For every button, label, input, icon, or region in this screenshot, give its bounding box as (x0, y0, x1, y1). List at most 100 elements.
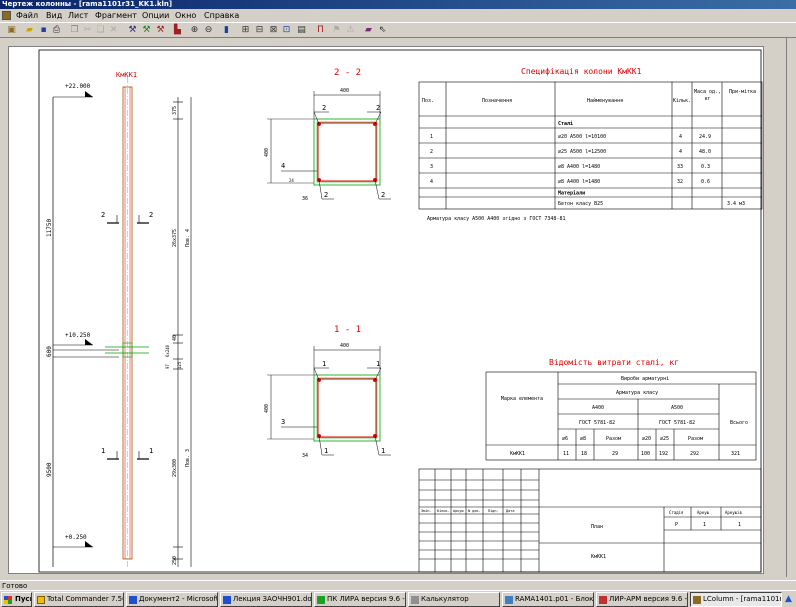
app-toolbar-icon[interactable]: ▣ (7, 25, 16, 35)
floor-label-4: Пов. 4 (185, 229, 191, 247)
steel-table: Відомість витрати сталі, кг (485, 358, 757, 461)
book-icon[interactable]: ▰ (365, 25, 372, 35)
steel-row-d20: 100 (641, 451, 650, 457)
word-icon (223, 596, 231, 604)
steel-h-gost2: ГОСТ 5781-82 (659, 420, 695, 426)
print-icon[interactable]: ⎙ (52, 25, 61, 35)
spec-h-name: Найменування (587, 98, 623, 104)
taskbar: Пуск Total Commander 7.50a ... Документ2… (0, 590, 796, 607)
cut-mark-1-right: 1 (149, 447, 153, 455)
notepad-icon (505, 596, 513, 604)
dim-26x375: 26x375 (172, 229, 178, 247)
zoom-out-icon[interactable]: ⊖ (204, 25, 213, 35)
sec22-pos-stirrup: 4 (281, 162, 285, 170)
cut-mark-2-left: 2 (101, 211, 105, 219)
steel-h-gost1: ГОСТ 5781-82 (579, 420, 615, 426)
task-word-doc2[interactable]: Документ2 - Microsoft ... (126, 592, 218, 607)
dim-250: 250 (172, 556, 178, 565)
task-calculator[interactable]: Калькулятор (408, 592, 500, 607)
zoom-in-icon[interactable]: ⊕ (190, 25, 199, 35)
beam-icon[interactable]: Π (317, 25, 324, 35)
start-button[interactable]: Пуск (1, 592, 32, 607)
dim-lower-height: 9500 (46, 462, 53, 477)
vertical-scrollbar[interactable] (786, 38, 796, 577)
table-icon[interactable]: ▤ (297, 25, 306, 35)
spec-r4-qty: 32 (677, 179, 683, 185)
spec-r1-name: ∅20 А500 l=10100 (558, 134, 606, 140)
windows-logo-icon (4, 596, 12, 604)
chart-icon[interactable]: ▙ (174, 25, 181, 35)
dim-375: 375 (172, 106, 178, 115)
menu-options[interactable]: Опции (142, 11, 170, 20)
spec-r2-name: ∅25 А500 l=12500 (558, 149, 606, 155)
sec22-pos-tr: 2 (376, 104, 380, 112)
sec11-height: 400 (264, 404, 270, 413)
stamp-mark: КмКК1 (591, 554, 606, 560)
sec11-cover: 34 (302, 453, 308, 459)
menu-sheet[interactable]: Лист (68, 11, 89, 20)
dim-40: 40 (172, 335, 178, 341)
spec-r3-qty: 33 (677, 164, 683, 170)
menu-view[interactable]: Вид (46, 11, 63, 20)
toolbar: ▣ ▰ ▪ ⎙ ❐ ✂ ❏ ✕ ⚒ ⚒ ⚒ ▙ ⊕ ⊖ ▮ ⊞ ⊟ ⊠ ⊡ ▤ … (0, 22, 796, 38)
dim-total-height: 11750 (46, 219, 53, 237)
task-label: Калькулятор (421, 595, 469, 603)
task-notepad[interactable]: RAMA1401.p01 - Блокнот (502, 592, 594, 607)
copy-icon[interactable]: ❐ (70, 25, 79, 35)
tool-red-icon[interactable]: ⚒ (156, 25, 165, 35)
warning-icon[interactable]: ⚠ (346, 25, 355, 35)
menu-bar: Файл Вид Лист Фрагмент Опции Окно Справк… (0, 9, 796, 22)
steel-row-sum1: 29 (612, 451, 618, 457)
sec11-pos-bl: 1 (324, 447, 328, 455)
tool-green-icon[interactable]: ⚒ (142, 25, 151, 35)
lcolumn-icon (693, 596, 701, 604)
steel-h-d8: ∅8 (580, 436, 586, 442)
section-1-1: 1 - 1 400 400 (264, 325, 391, 459)
app-icon[interactable] (2, 11, 11, 20)
section-icon[interactable]: ⊞ (241, 25, 250, 35)
tray-icon[interactable]: ▲ (785, 594, 792, 604)
steel-row-d6: 11 (563, 451, 569, 457)
spec-r3-mass: 0.3 (701, 164, 710, 170)
save-icon[interactable]: ▪ (40, 25, 47, 35)
stamp-label-date: Дата (506, 509, 514, 513)
task-lcolumn[interactable]: LColumn - [rama1101r31... (690, 592, 782, 607)
stamp-label-sign: Підп. (488, 509, 499, 513)
elev-mid: +10.250 (65, 332, 91, 339)
total-commander-icon (37, 596, 45, 604)
steel-row-total: 321 (731, 451, 740, 457)
grid-icon[interactable]: ⊠ (269, 25, 278, 35)
layout-icon[interactable]: ⊡ (282, 25, 291, 35)
help-pointer-icon[interactable]: ⇖ (378, 25, 387, 35)
sec11-pos-stirrup: 3 (281, 418, 285, 426)
sec11-pos-br: 1 (381, 447, 385, 455)
steel-row-sum2: 292 (690, 451, 699, 457)
spec-r4-pos: 4 (430, 179, 433, 185)
task-total-commander[interactable]: Total Commander 7.50a ... (34, 592, 124, 607)
section-1-1-title: 1 - 1 (334, 325, 361, 335)
spec-r4-name: ∅8 А400 l=1480 (558, 179, 600, 185)
task-lira[interactable]: ПК ЛИРА версия 9.6 - [... (314, 592, 406, 607)
column-icon[interactable]: ▮ (224, 25, 229, 35)
steel-h-d25: ∅25 (660, 436, 669, 442)
task-lir-arm[interactable]: ЛИР-АРМ версия 9.6 - [... (596, 592, 688, 607)
spec-section-steel: Сталі (558, 121, 573, 127)
cut-icon[interactable]: ✂ (83, 25, 92, 35)
task-label: LColumn - [rama1101r31... (703, 595, 781, 603)
delete-icon[interactable]: ✕ (109, 25, 118, 35)
drawing-frame (38, 49, 762, 573)
open-folder-icon[interactable]: ▰ (26, 25, 33, 35)
menu-window[interactable]: Окно (175, 11, 197, 20)
steel-h-mark: Марка елемента (500, 396, 544, 402)
menu-fragment[interactable]: Фрагмент (95, 11, 137, 20)
task-word-lecture[interactable]: Лекция ЗАОЧН901.doc ... (220, 592, 312, 607)
hammer-icon[interactable]: ⚒ (128, 25, 137, 35)
menu-file[interactable]: Файл (16, 11, 39, 20)
flag-icon[interactable]: ⚑ (332, 25, 341, 35)
drawing-area[interactable]: +22.000 +10.250 +0.250 11750 9500 600 Км… (0, 38, 796, 577)
spec-r3-pos: 3 (430, 164, 433, 170)
menu-help[interactable]: Справка (204, 11, 240, 20)
drawing-sheet: +22.000 +10.250 +0.250 11750 9500 600 Км… (8, 46, 764, 574)
paste-icon[interactable]: ❏ (96, 25, 105, 35)
rebar-icon[interactable]: ⊟ (255, 25, 264, 35)
